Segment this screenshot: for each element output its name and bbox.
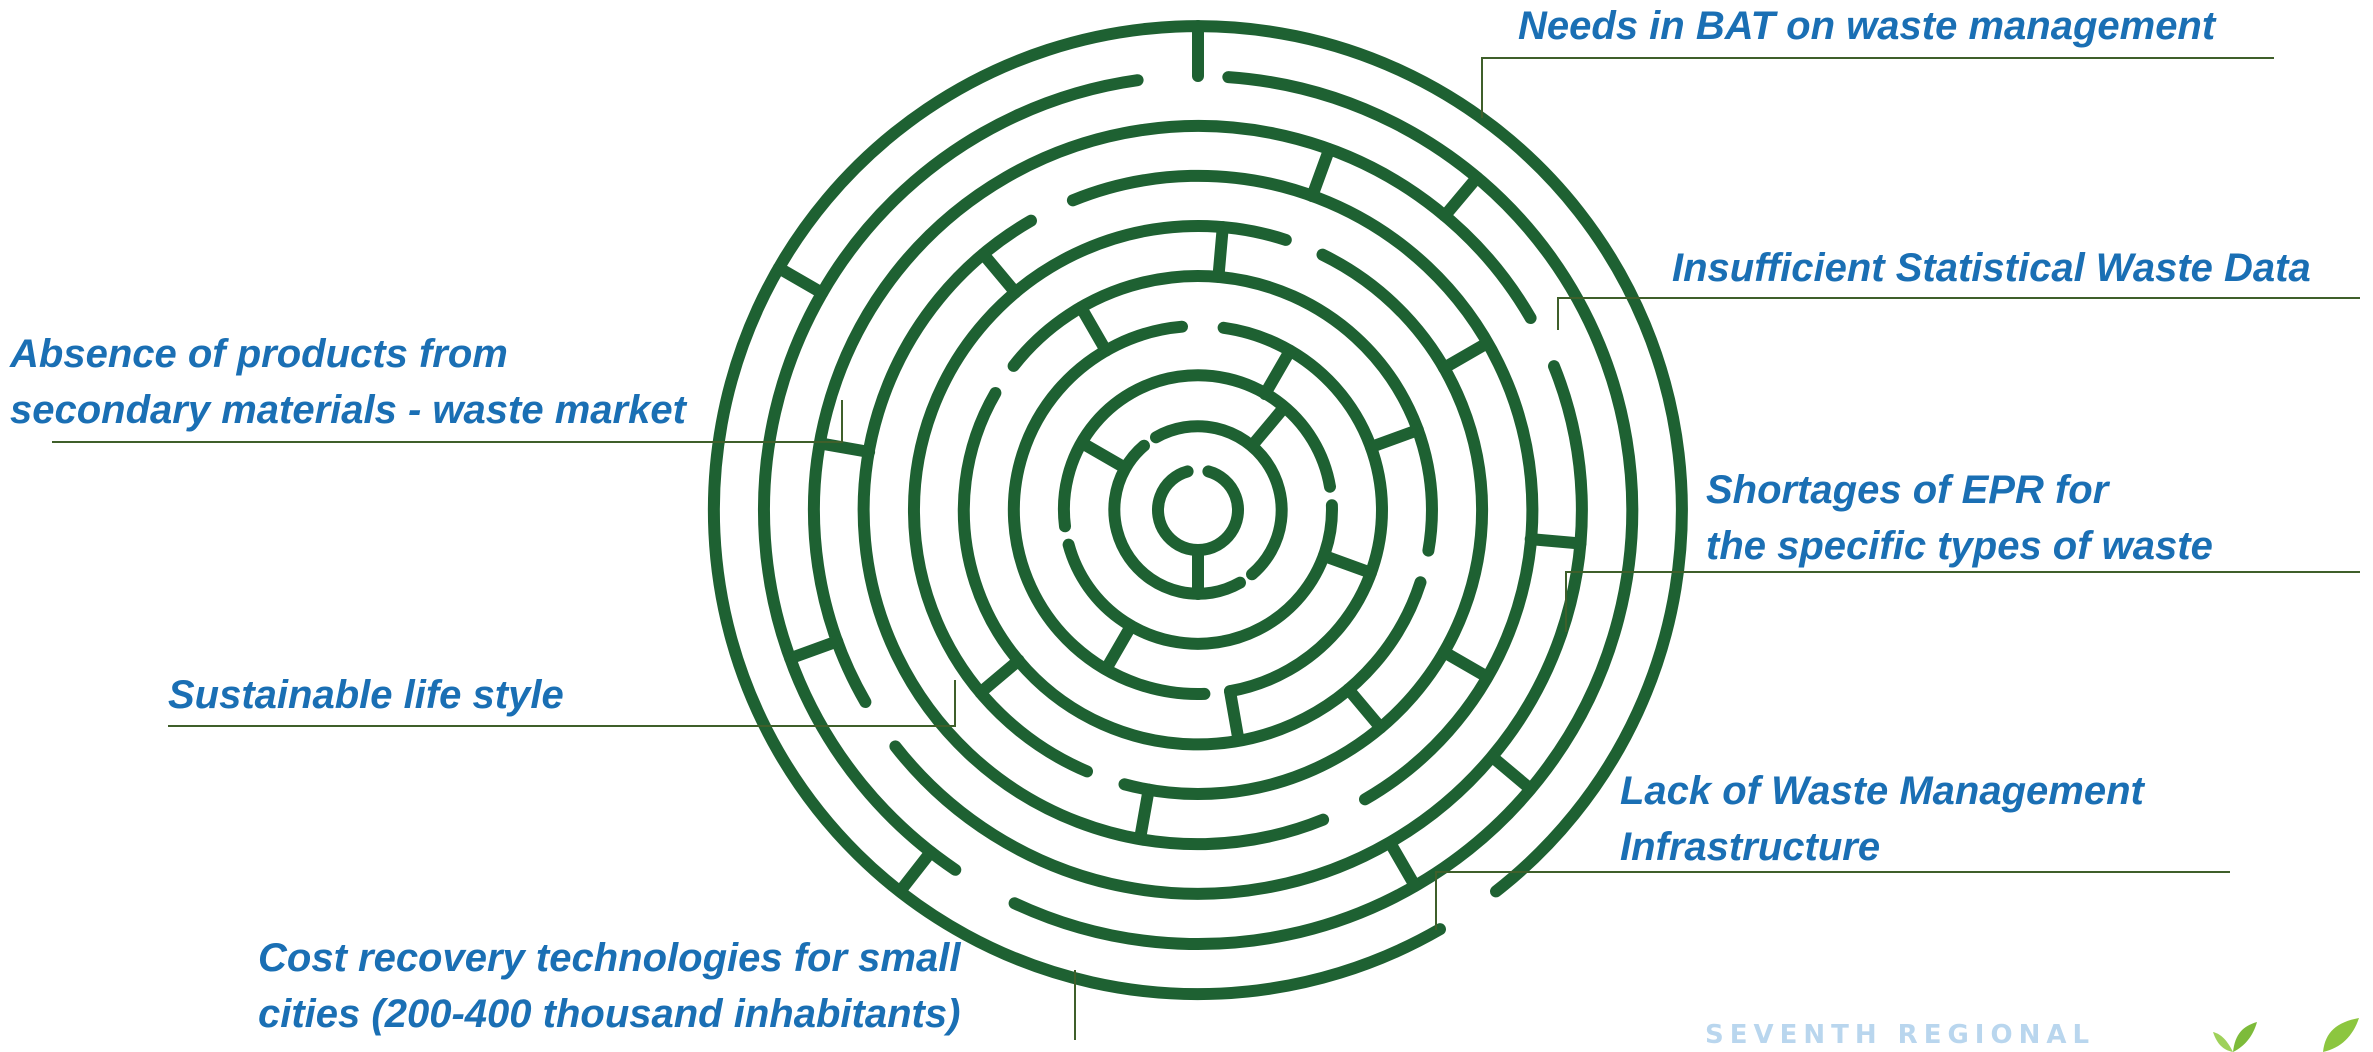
leader-line xyxy=(1481,57,2274,118)
footer-logo-text: SEVENTH REGIONAL xyxy=(1705,1020,2096,1050)
maze-wall xyxy=(1100,620,1137,676)
label-needs-bat: Needs in BAT on waste management xyxy=(1518,4,2216,48)
maze-wall xyxy=(1438,646,1494,683)
maze-wall xyxy=(1384,836,1421,892)
maze-ring-segment xyxy=(757,74,1144,876)
maze-ring-segment xyxy=(1007,270,1438,557)
leader-line xyxy=(1435,871,2230,930)
maze-wall xyxy=(1246,401,1291,452)
maze-wall xyxy=(772,262,829,299)
maze-wall xyxy=(813,437,876,458)
maze-ring-segment xyxy=(857,214,1330,851)
maze-wall xyxy=(784,635,844,665)
maze-wall xyxy=(894,846,937,898)
maze-wall xyxy=(1486,750,1537,795)
maze-ring-segment xyxy=(807,119,1537,708)
maze-ring-segment xyxy=(957,387,1427,751)
maze-wall xyxy=(1224,685,1245,747)
maze xyxy=(707,20,1688,1001)
label-insufficient-statistical-data: Insufficient Statistical Waste Data xyxy=(1672,246,2311,290)
maze-ring-segment xyxy=(1057,369,1336,533)
maze-wall xyxy=(977,248,1022,299)
maze-ring-segment xyxy=(1108,439,1246,600)
maze-ring-segment xyxy=(1066,169,1539,806)
leader-line xyxy=(168,680,956,727)
maze-wall xyxy=(1134,783,1155,845)
maze-wall xyxy=(1364,424,1424,454)
label-absence-of-products: Absence of products from secondary mater… xyxy=(10,332,686,432)
label-shortages-of-epr: Shortages of EPR for the specific types … xyxy=(1706,468,2213,568)
leader-line xyxy=(1565,571,2360,632)
leader-line xyxy=(1557,297,2360,330)
label-sustainable-life-style: Sustainable life style xyxy=(168,673,564,717)
maze-ring-segment xyxy=(1118,248,1489,800)
maze-wall xyxy=(1212,221,1229,283)
leaf-icon xyxy=(2213,1018,2359,1052)
maze-wall xyxy=(1075,301,1112,357)
maze-wall xyxy=(1306,143,1336,203)
label-lack-of-infrastructure: Lack of Waste Management Infrastructure xyxy=(1620,769,2144,869)
maze-wall xyxy=(1317,549,1377,579)
maze-ring-segment xyxy=(1007,320,1211,700)
maze-wall xyxy=(1259,344,1296,400)
leader-lines xyxy=(52,57,2360,1040)
label-cost-recovery: Cost recovery technologies for small cit… xyxy=(258,936,961,1036)
maze-ring-segment xyxy=(1150,420,1288,581)
maze-ring xyxy=(707,20,1688,1001)
leader-line xyxy=(52,400,843,443)
maze-ring xyxy=(1152,465,1244,557)
maze-ring-segment xyxy=(1062,499,1338,650)
maze-wall xyxy=(1438,171,1483,222)
maze-wall xyxy=(1342,683,1387,734)
maze-wall xyxy=(974,654,1025,699)
maze-wall xyxy=(1076,437,1132,474)
maze-wall xyxy=(1438,337,1494,374)
maze-wall xyxy=(1524,533,1587,550)
maze-ring-segment xyxy=(1008,71,1639,951)
maze-ring-segment xyxy=(1217,321,1388,698)
